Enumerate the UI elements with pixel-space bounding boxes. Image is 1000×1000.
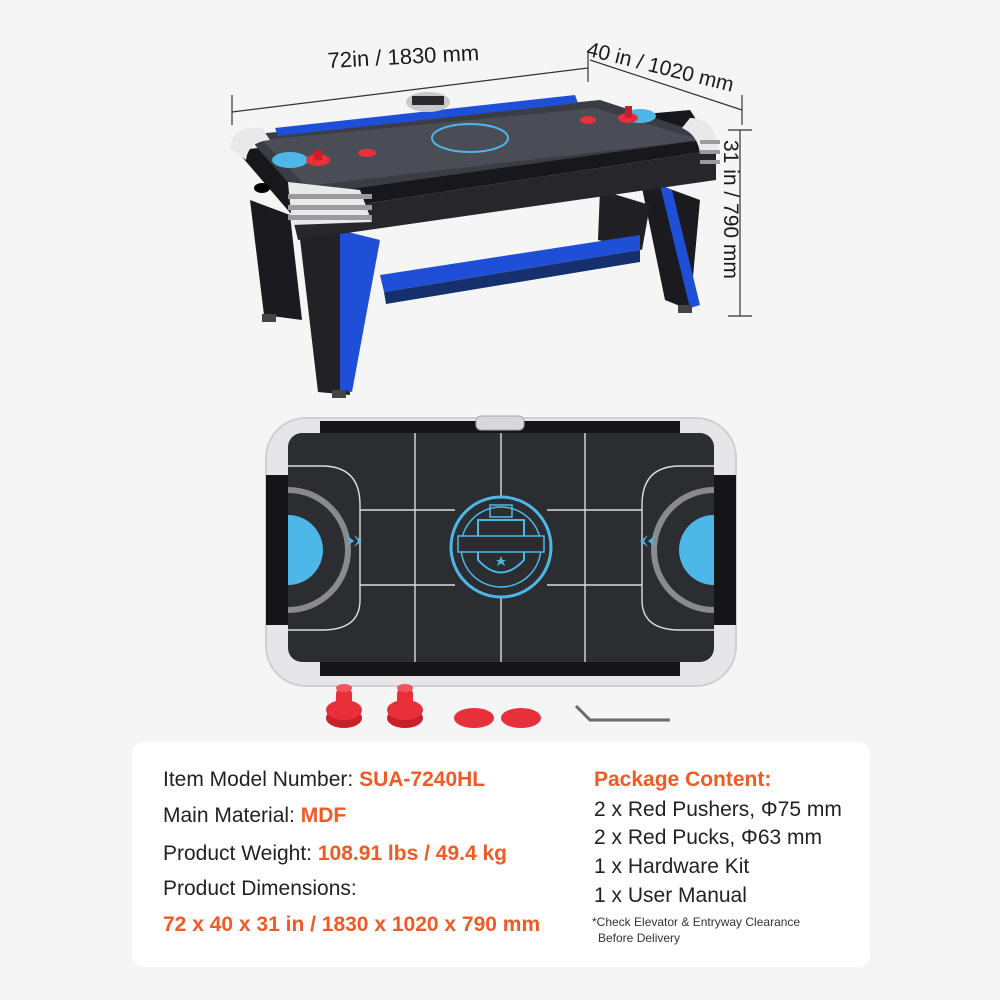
pusher-icon [387,684,423,728]
dimension-lines [231,52,752,317]
model-number-value: SUA-7240HL [359,768,486,791]
package-title: Package Content: [594,768,772,791]
weight-label: Product Weight: [163,842,318,865]
puck-icon [501,708,541,728]
clearance-note-line1: *Check Elevator & Entryway Clearance [592,915,801,929]
dimensions-label: Product Dimensions: [163,877,357,900]
model-number-label: Item Model Number: [163,768,360,791]
material-row: Main Material: MDF [163,804,346,828]
table-perspective [230,92,720,398]
weight-row: Product Weight: 108.91 lbs / 49.4 kg [163,842,507,866]
puck-icon [454,708,494,728]
model-number-row: Item Model Number: SUA-7240HL [163,768,485,792]
package-item: 1 x Hardware Kit [594,855,750,878]
clearance-note: *Check Elevator & Entryway Clearance Bef… [592,914,800,946]
hex-key-icon [574,704,670,722]
table-top-view [265,415,737,687]
material-label: Main Material: [163,804,301,827]
package-item: 1 x User Manual [594,884,747,907]
height-dimension: 31 in / 790 mm [719,140,742,279]
pusher-icon [326,684,362,728]
package-item: 2 x Red Pushers, Φ75 mm [594,798,842,821]
weight-value: 108.91 lbs / 49.4 kg [317,842,507,865]
spec-card [132,742,870,967]
dimensions-value: 72 x 40 x 31 in / 1830 x 1020 x 790 mm [163,913,541,936]
material-value: MDF [300,804,347,827]
clearance-note-line2: Before Delivery [598,931,681,945]
package-item: 2 x Red Pucks, Φ63 mm [594,826,822,849]
